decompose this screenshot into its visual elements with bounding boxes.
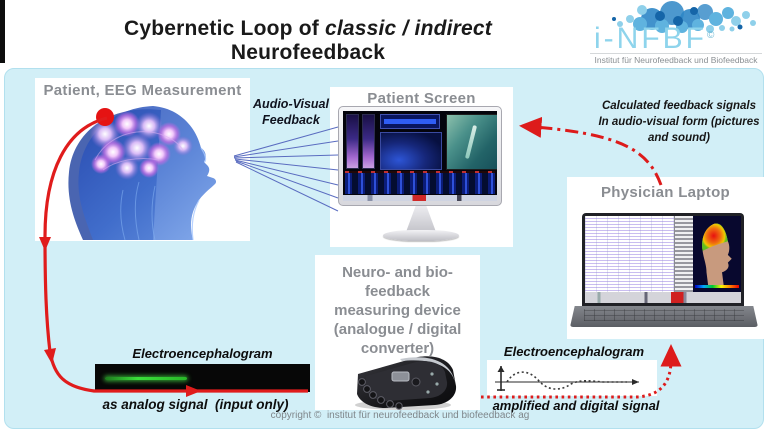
laptop-toolbar	[585, 291, 741, 303]
eeg-signal-trace	[105, 377, 187, 380]
page-title: Cybernetic Loop of classic / indirect Ne…	[58, 17, 558, 65]
patient-monitor	[338, 106, 502, 206]
channel-meters	[345, 173, 495, 194]
label-line: In audio-visual form (pictures	[598, 116, 760, 129]
monitor-screen	[343, 111, 497, 201]
laptop-keyboard	[570, 306, 758, 327]
analog-eeg-title: Electroencephalogram	[132, 346, 273, 361]
device-label-line: measuring device	[334, 302, 461, 319]
head-map-image	[701, 223, 732, 288]
device-label-line: feedback	[364, 283, 431, 300]
device-label: Neuro- and bio- feedback measuring devic…	[315, 263, 480, 358]
logo-wordmark-text: i-NFBF	[594, 22, 707, 55]
logo: i-NFBF© Institut für Neurofeedback und B…	[590, 1, 762, 65]
amplifier-device-image	[355, 356, 457, 410]
copyright-text: copyright © institut für neurofeedback u…	[270, 410, 530, 421]
meter-ticks	[345, 171, 495, 173]
patient-node: Patient, EEG Measurement	[35, 78, 250, 241]
patient-node-title: Patient, EEG Measurement	[43, 82, 242, 99]
label-line: Audio-Visual	[253, 97, 329, 111]
digital-eeg-title: Electroencephalogram	[503, 344, 645, 359]
calculated-feedback-label: Calculated feedback signals In audio-vis…	[590, 98, 768, 146]
monitor-toolbar	[343, 195, 497, 201]
label-line: Feedback	[262, 113, 320, 128]
feedback-video	[446, 114, 497, 170]
logo-bubbles-icon	[612, 1, 756, 33]
analog-eeg-caption: as analog signal (input only)	[102, 397, 289, 412]
title-prefix: Cybernetic Loop of	[123, 17, 325, 40]
title-emphasis: classic / indirect	[324, 17, 492, 40]
monitor-stand-base	[383, 230, 459, 241]
channel-list-panel	[673, 216, 693, 292]
logo-subtitle: Institut für Neurofeedback und Biofeedba…	[590, 53, 762, 65]
patient-screen-title: Patient Screen	[367, 90, 476, 107]
physician-laptop-title: Physician Laptop	[601, 184, 730, 201]
spectrum-panel	[380, 132, 442, 170]
eeg-traces-panel	[585, 216, 674, 292]
electrode-marker	[96, 108, 114, 126]
audio-visual-feedback-label: Audio-Visual Feedback	[246, 96, 336, 129]
digital-eeg-caption: amplified and digital signal	[492, 398, 660, 413]
signal-panel	[380, 114, 440, 129]
patient-head-image	[43, 100, 243, 240]
eeg-meter-bar	[362, 114, 375, 169]
title-suffix: Neurofeedback	[230, 41, 386, 64]
brain-map-panel	[692, 216, 741, 292]
eeg-meter-bar	[346, 114, 359, 169]
digital-eeg-waveform	[487, 360, 657, 396]
colorbar	[694, 284, 740, 288]
label-line: Calculated feedback signals	[601, 100, 757, 112]
device-label-line: (analogue / digital	[333, 321, 462, 338]
device-label-line: converter)	[360, 340, 435, 357]
laptop-screen	[582, 213, 744, 306]
label-line: and sound)	[648, 132, 710, 145]
device-label-line: Neuro- and bio-	[342, 264, 453, 281]
corner-strip	[0, 0, 5, 63]
analog-eeg-strip	[95, 364, 310, 392]
logo-copyright-mark: ©	[706, 30, 715, 41]
logo-wordmark: i-NFBF©	[594, 21, 762, 54]
